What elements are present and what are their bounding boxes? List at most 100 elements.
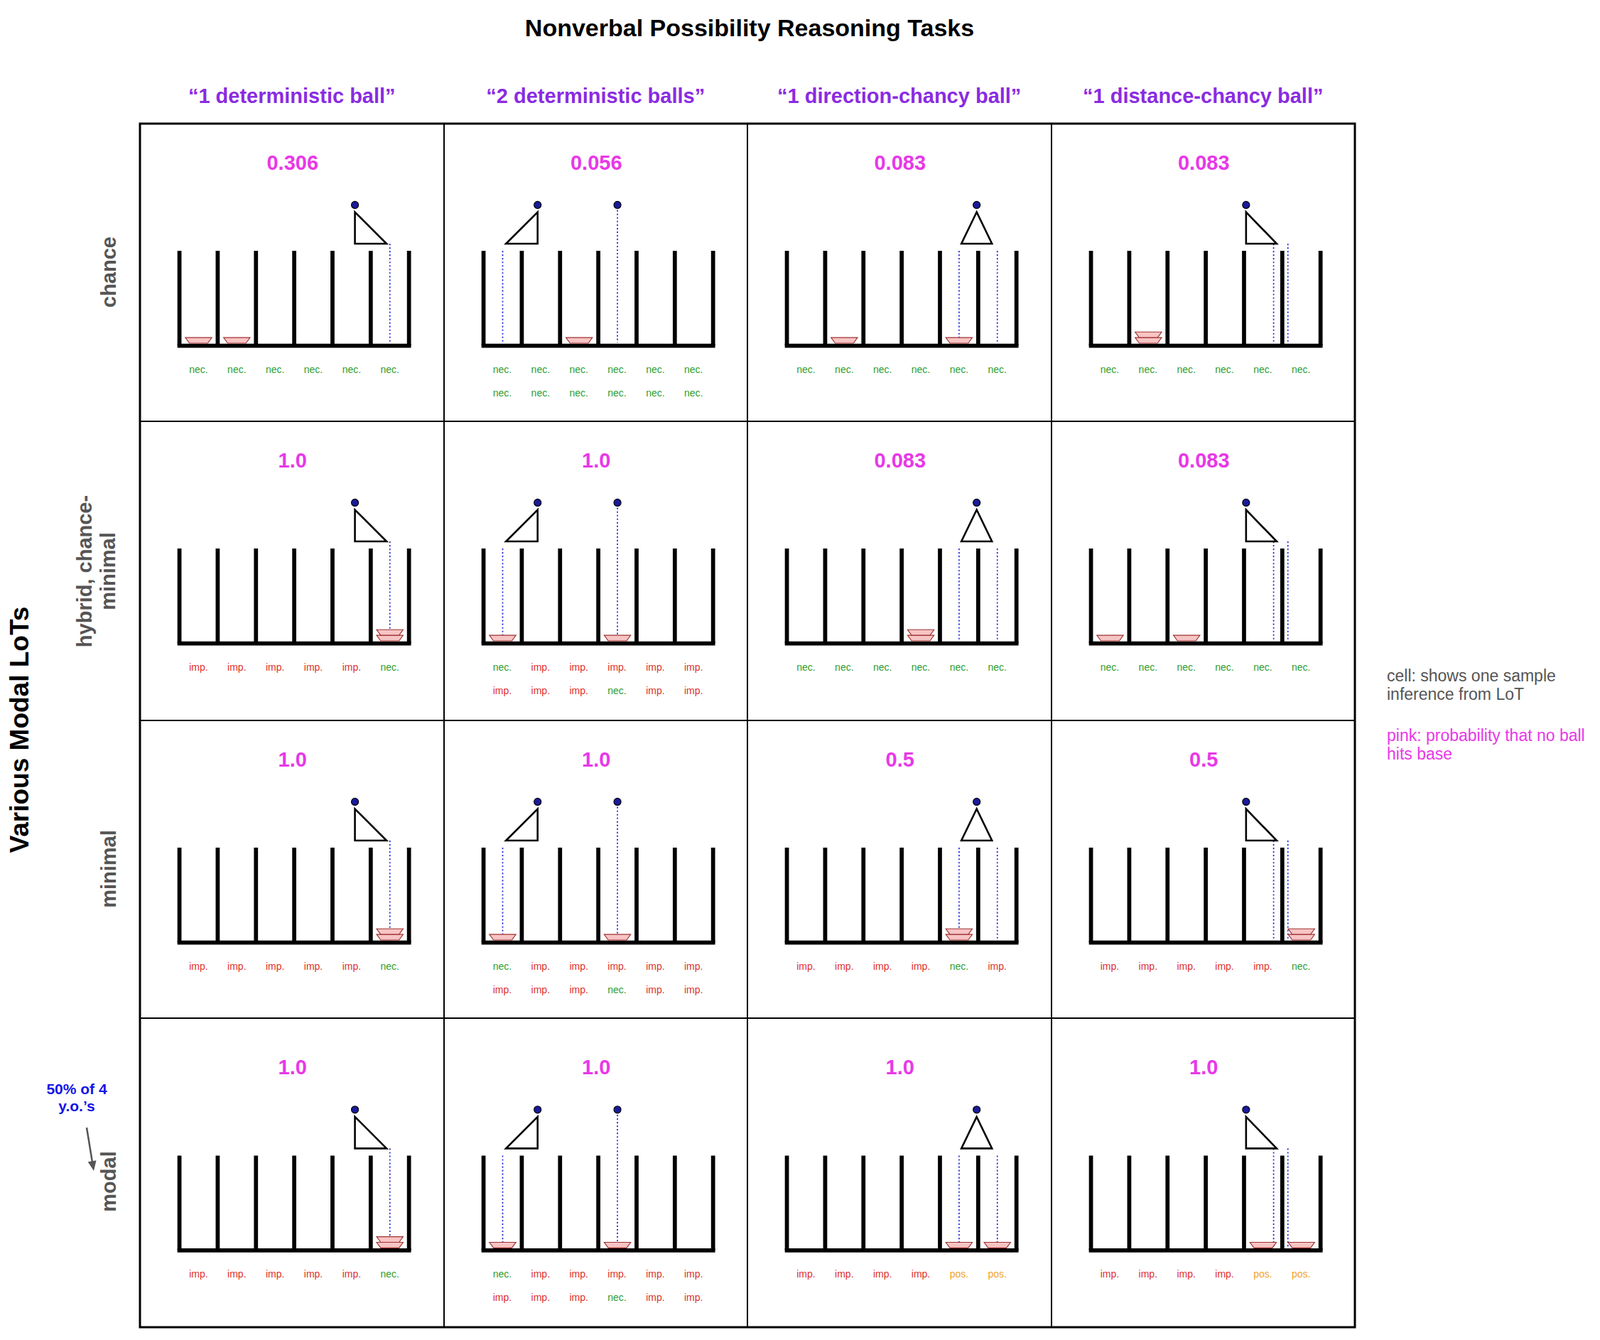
- probability-value: 0.083: [873, 449, 926, 473]
- annotation: 50% of 4 y.o.’s: [39, 1080, 115, 1115]
- bin-base: [785, 343, 1019, 349]
- column-header: “1 deterministic ball”: [188, 84, 396, 108]
- bin-wall: [407, 548, 412, 644]
- ball: [351, 498, 359, 506]
- bin-wall: [1203, 847, 1208, 943]
- inference-cell: 0.5imp.imp.imp.imp.nec.imp.: [747, 720, 1052, 1019]
- ball-path: [1286, 243, 1289, 343]
- modal-label: imp.: [304, 1268, 323, 1280]
- bin-wall: [177, 1155, 182, 1251]
- bin-wall: [785, 548, 790, 644]
- modal-label: nec.: [607, 363, 626, 376]
- modal-label: nec.: [988, 363, 1007, 376]
- modal-label: nec.: [949, 960, 969, 972]
- bin-wall: [177, 548, 182, 644]
- bin-wall: [177, 847, 182, 943]
- pink-dish: [945, 928, 972, 935]
- note: cell: shows one sample inference from Lo…: [1386, 666, 1593, 705]
- bin-wall: [785, 250, 790, 347]
- bin-wall: [710, 1155, 715, 1251]
- ball: [351, 1106, 359, 1114]
- ball: [613, 1106, 621, 1114]
- bin-wall: [861, 250, 866, 347]
- bin-wall: [215, 548, 221, 644]
- modal-label: imp.: [607, 1268, 626, 1280]
- bin-wall: [1279, 847, 1284, 943]
- ball-path: [1272, 840, 1274, 940]
- ball-path: [1272, 541, 1274, 641]
- bin-wall: [215, 1155, 221, 1251]
- bin-wall: [1317, 847, 1323, 943]
- ball: [533, 201, 541, 209]
- pink-dish: [907, 635, 934, 641]
- modal-label: imp.: [684, 661, 703, 673]
- modal-label: nec.: [684, 363, 703, 376]
- modal-label: imp.: [873, 960, 892, 972]
- bin-wall: [292, 250, 297, 347]
- modal-label: nec.: [1291, 363, 1311, 376]
- modal-label: imp.: [531, 1291, 550, 1304]
- illustration-group: [480, 498, 715, 643]
- bin-wall: [937, 847, 943, 943]
- bin-wall: [1203, 548, 1208, 644]
- bin-wall: [557, 1155, 562, 1251]
- illustration-group: [480, 201, 715, 346]
- modal-label: nec.: [1253, 363, 1272, 376]
- probability-value: 0.083: [1177, 151, 1230, 175]
- modal-label: imp.: [607, 661, 626, 673]
- bin-wall: [976, 1155, 981, 1251]
- illustration-group: [1088, 498, 1323, 643]
- bin-wall: [1317, 548, 1323, 644]
- pink-dish: [1173, 635, 1200, 641]
- illustration-group: [1088, 1106, 1323, 1251]
- pink-dish: [376, 1241, 403, 1248]
- bin-wall: [1088, 548, 1093, 644]
- modal-label: nec.: [645, 387, 665, 399]
- modal-label: nec.: [380, 363, 400, 376]
- bin-wall: [368, 847, 374, 943]
- bin-wall: [407, 250, 412, 347]
- modal-label: nec.: [949, 363, 969, 376]
- modal-label: imp.: [1176, 960, 1196, 972]
- bin-wall: [596, 250, 601, 347]
- modal-label: imp.: [684, 984, 703, 996]
- bin-wall: [292, 1155, 297, 1251]
- bin-wall: [368, 250, 374, 347]
- bin-wall: [1014, 250, 1019, 347]
- ball-path: [1286, 1148, 1289, 1247]
- bin-wall: [823, 847, 828, 943]
- modal-label: nec.: [607, 984, 626, 996]
- modal-label: nec.: [1138, 661, 1158, 673]
- modal-label: nec.: [380, 1268, 400, 1280]
- modal-label: imp.: [342, 960, 361, 972]
- modal-label: imp.: [569, 661, 588, 673]
- bin-wall: [823, 548, 828, 644]
- modal-label: nec.: [380, 960, 400, 972]
- bin-wall: [215, 847, 221, 943]
- probability-value: 0.5: [885, 748, 915, 772]
- bin-base: [785, 1248, 1019, 1253]
- modal-label: imp.: [531, 984, 550, 996]
- ramp-triangle: [355, 1116, 388, 1149]
- row-header: chance: [97, 236, 121, 308]
- bin-wall: [368, 548, 374, 644]
- bin-wall: [253, 1155, 258, 1251]
- bin-base: [480, 940, 715, 945]
- bin-wall: [823, 250, 828, 347]
- column-header: “1 distance-chancy ball”: [1082, 84, 1323, 108]
- modal-label: imp.: [796, 960, 815, 972]
- modal-label: imp.: [569, 1268, 588, 1280]
- modal-label: nec.: [796, 363, 815, 376]
- bin-wall: [899, 548, 904, 644]
- ball-path: [389, 243, 391, 343]
- modal-label: imp.: [645, 684, 665, 697]
- bin-wall: [596, 847, 601, 943]
- modal-label: imp.: [342, 1268, 361, 1280]
- ramp-triangle: [355, 808, 388, 841]
- modal-label: nec.: [1176, 661, 1196, 673]
- ball: [1241, 797, 1250, 805]
- bin-wall: [861, 548, 866, 644]
- probability-value: 1.0: [885, 1055, 915, 1080]
- modal-label: nec.: [911, 661, 931, 673]
- probability-value: 1.0: [1189, 1055, 1218, 1080]
